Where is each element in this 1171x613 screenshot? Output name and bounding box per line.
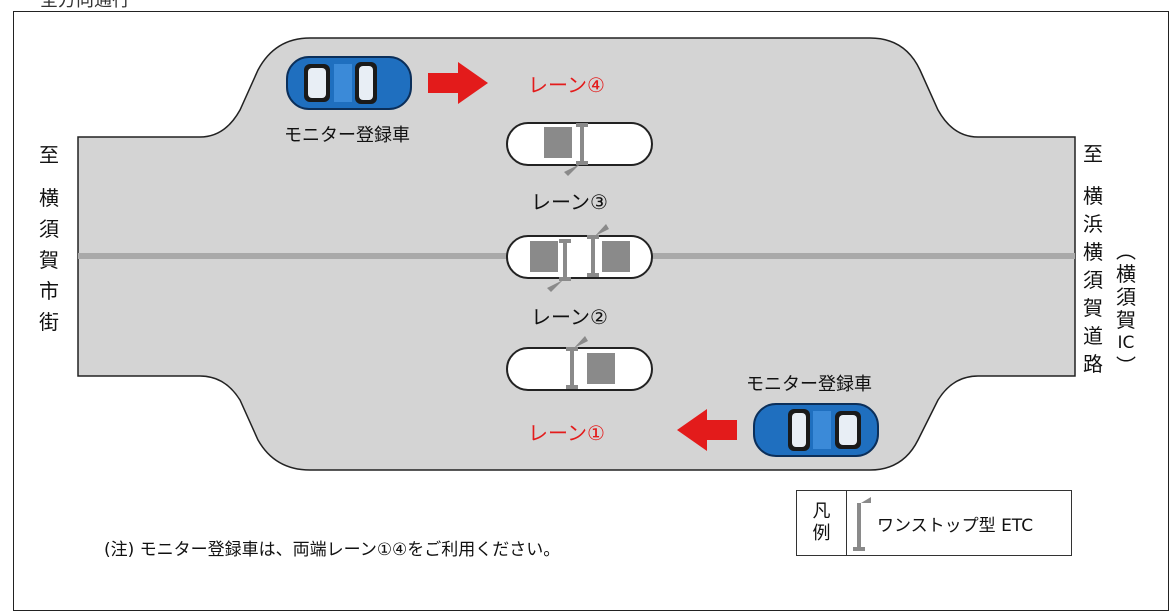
booth-upper <box>544 127 572 158</box>
right-dest-char: 横 <box>1083 240 1103 264</box>
legend-title-line1: 凡 <box>812 501 831 522</box>
right-dest-char: 至 <box>1083 142 1103 166</box>
legend-title-line2: 例 <box>812 523 831 544</box>
etc-gate-middle-right <box>587 224 609 277</box>
right-destination-sub: ︵ 横 須 賀 IC ︶ <box>1113 240 1139 378</box>
lane-1-label: レーン① <box>528 421 605 445</box>
right-sub-char: 須 <box>1116 285 1136 309</box>
right-dest-char: 道 <box>1083 324 1103 348</box>
car-label-bottom: モニター登録車 <box>746 374 872 395</box>
etc-gate-middle-left <box>547 239 571 292</box>
arrow-left-icon <box>677 409 737 451</box>
toll-island-lower <box>506 347 653 391</box>
left-dest-char: 至 <box>39 143 59 167</box>
toll-island-upper <box>506 122 653 166</box>
right-dest-char: 横 <box>1083 184 1103 208</box>
legend-box: 凡 例 ワンストップ型 ETC <box>796 490 1072 556</box>
etc-gate-lower <box>566 336 588 389</box>
arrow-right-icon <box>428 62 488 104</box>
left-dest-char: 街 <box>39 310 59 334</box>
usage-note: (注) モニター登録車は、両端レーン①④をご利用ください。 <box>104 540 561 560</box>
booth-middle-right <box>602 241 630 272</box>
legend-text: ワンストップ型 ETC <box>877 516 1034 536</box>
booth-lower <box>587 353 615 384</box>
lane-4-label: レーン④ <box>528 73 605 97</box>
lane-2-label: レーン② <box>531 305 608 329</box>
header-cut-text: 全方向通行 <box>40 0 130 11</box>
left-dest-char: 市 <box>39 279 59 303</box>
booth-middle-left <box>530 241 558 272</box>
right-dest-char: 賀 <box>1083 296 1103 320</box>
car-label-top: モニター登録車 <box>284 125 410 146</box>
right-dest-char: 路 <box>1083 352 1103 376</box>
right-sub-char: ︵ <box>1116 239 1136 263</box>
toll-island-middle <box>506 235 653 279</box>
legend-title: 凡 例 <box>797 491 847 555</box>
right-sub-char: ︶ <box>1116 354 1136 378</box>
right-sub-char: 横 <box>1116 262 1136 286</box>
left-dest-char: 須 <box>39 217 59 241</box>
right-sub-char: IC <box>1117 333 1135 353</box>
etc-gate-icon <box>853 497 871 551</box>
right-dest-char: 須 <box>1083 268 1103 292</box>
right-sub-char: 賀 <box>1116 308 1136 332</box>
left-dest-char: 賀 <box>39 248 59 272</box>
lane-3-label: レーン③ <box>531 190 608 214</box>
left-destination: 至 横 須 賀 市 街 <box>36 140 62 338</box>
left-dest-char: 横 <box>39 186 59 210</box>
right-dest-char: 浜 <box>1083 212 1103 236</box>
right-destination: 至 横 浜 横 須 賀 道 路 <box>1080 140 1106 378</box>
monitor-car-bottom-icon <box>753 403 879 457</box>
diagram-frame <box>13 11 1169 611</box>
monitor-car-top-icon <box>286 56 412 110</box>
etc-gate-upper <box>564 123 588 176</box>
